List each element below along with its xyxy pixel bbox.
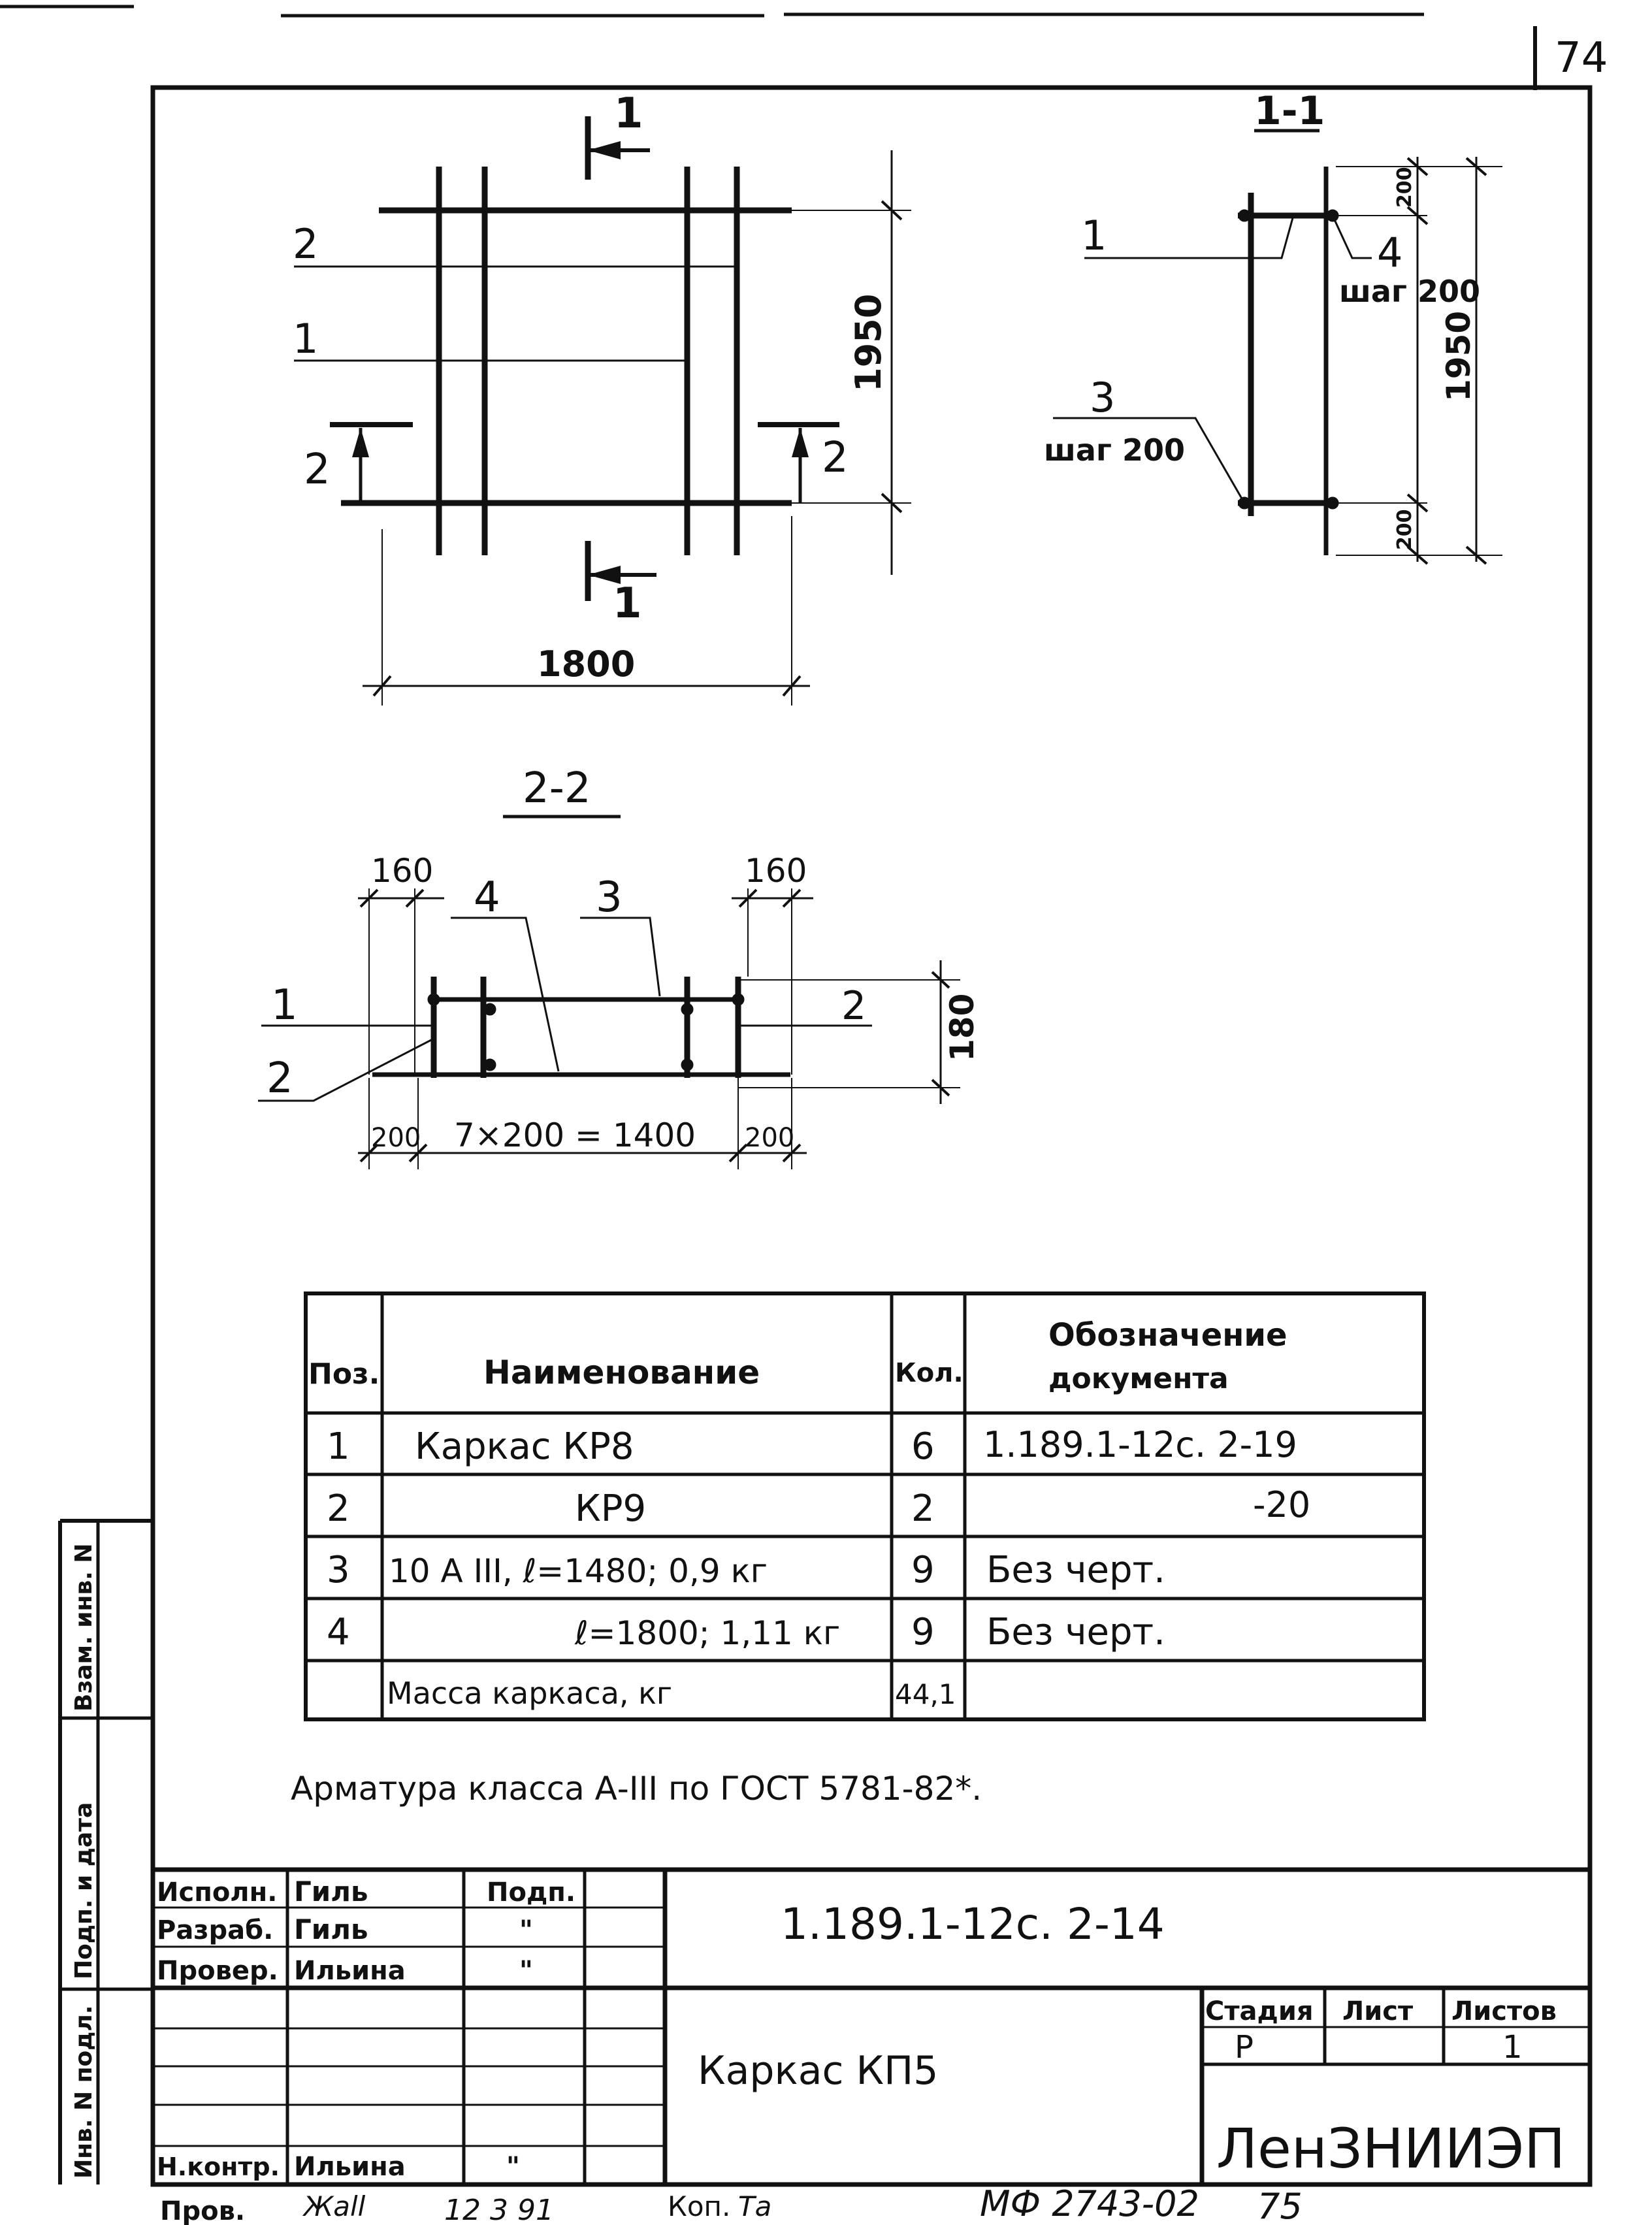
section-2-2-leader-4: 4 bbox=[474, 873, 500, 922]
plan-dim-width: 1800 bbox=[537, 643, 635, 685]
plan-section-mark-bottom: 1 bbox=[613, 579, 642, 628]
spec-row-1-name: Каркас КР8 bbox=[415, 1425, 634, 1468]
tb-name-2: Гиль bbox=[294, 1913, 368, 1945]
spec-row-4-qty: 9 bbox=[911, 1611, 935, 1653]
section-1-1-leader-4: 4 bbox=[1377, 229, 1402, 276]
spec-header-pos: Поз. bbox=[308, 1357, 380, 1391]
tb-name-1: Гиль bbox=[294, 1876, 368, 1908]
footer-archive: МФ 2743-02 bbox=[980, 2183, 1199, 2224]
spec-header-doc-1: Обозначение bbox=[1048, 1317, 1288, 1354]
spec-row-1-qty: 6 bbox=[911, 1425, 935, 1468]
tb-name-3: Ильина bbox=[294, 1956, 406, 1986]
section-1-1-dim-height: 1950 bbox=[1440, 311, 1478, 402]
spec-row-3-doc: Без черт. bbox=[986, 1549, 1165, 1591]
tb-role-3: Провер. bbox=[157, 1956, 278, 1986]
section-2-2-leader-2-left: 2 bbox=[267, 1054, 293, 1103]
side-stamp-inv: Инв. N подл. bbox=[71, 2006, 97, 2179]
spec-row-5-name: Масса каркаса, кг bbox=[387, 1676, 672, 1711]
tb-role-2: Разраб. bbox=[157, 1915, 273, 1945]
section-2-2-dim-right-bottom: 200 bbox=[745, 1123, 794, 1153]
tb-stage-label: Стадия bbox=[1205, 1996, 1314, 2026]
spec-header-name: Наименование bbox=[483, 1354, 760, 1391]
footer-copy-sign: Та bbox=[738, 2190, 771, 2222]
spec-row-1-pos: 1 bbox=[327, 1425, 350, 1468]
side-stamp-podp: Подп. и дата bbox=[71, 1802, 97, 1979]
section-1-1-view bbox=[1053, 129, 1502, 565]
spec-row-3-name: 10 А III, ℓ=1480; 0,9 кг bbox=[389, 1552, 768, 1590]
tb-sheet-label: Лист bbox=[1342, 1996, 1414, 2026]
plan-section-mark-right: 2 bbox=[822, 434, 849, 482]
spec-row-1-doc: 1.189.1-12с. 2-19 bbox=[983, 1424, 1297, 1465]
plan-leader-1: 1 bbox=[293, 315, 318, 363]
spec-row-4-name: ℓ=1800; 1,11 кг bbox=[574, 1614, 840, 1652]
section-2-2-title: 2-2 bbox=[523, 764, 591, 813]
tb-sign-3: " bbox=[519, 1956, 533, 1986]
tb-sign-1: Подп. bbox=[487, 1877, 575, 1908]
tb-sign-8: " bbox=[506, 2152, 520, 2182]
section-2-2-dim-right-top: 160 bbox=[745, 852, 807, 890]
plan-dim-height: 1950 bbox=[848, 294, 889, 392]
spec-header-qty: Кол. bbox=[895, 1358, 964, 1388]
reinforcement-note: Арматура класса А-III по ГОСТ 5781-82*. bbox=[291, 1770, 982, 1808]
spec-header-doc-2: документа bbox=[1048, 1362, 1229, 1395]
section-1-1-step-4: шаг 200 bbox=[1339, 274, 1480, 309]
section-2-2-view bbox=[258, 815, 960, 1169]
tb-name-8: Ильина bbox=[294, 2152, 406, 2182]
top-scan-lines bbox=[0, 5, 1424, 18]
spec-row-3-pos: 3 bbox=[327, 1549, 350, 1591]
spec-row-3-qty: 9 bbox=[911, 1549, 935, 1591]
section-2-2-leader-1: 1 bbox=[271, 981, 298, 1030]
plan-view bbox=[294, 116, 911, 706]
tb-sheets-label: Листов bbox=[1451, 1996, 1557, 2026]
drawing-frame bbox=[150, 85, 1593, 2187]
section-1-1-dim-top: 200 bbox=[1393, 167, 1416, 208]
footer-date: 12 3 91 bbox=[444, 2194, 554, 2225]
section-2-2-dim-middle: 7×200 = 1400 bbox=[454, 1116, 696, 1154]
section-2-2-leader-3: 3 bbox=[596, 873, 623, 922]
plan-section-mark-left: 2 bbox=[304, 446, 331, 494]
section-1-1-leader-1: 1 bbox=[1081, 212, 1107, 259]
spec-row-2-name: КР9 bbox=[575, 1487, 646, 1530]
section-1-1-dim-bottom: 200 bbox=[1393, 509, 1416, 550]
spec-row-2-qty: 2 bbox=[911, 1487, 935, 1530]
spec-row-4-pos: 4 bbox=[327, 1611, 350, 1653]
section-2-2-dim-left-top: 160 bbox=[371, 852, 433, 890]
tb-sign-2: " bbox=[519, 1915, 533, 1945]
section-2-2-dim-left-bottom: 200 bbox=[371, 1123, 421, 1153]
tb-role-1: Исполн. bbox=[157, 1877, 277, 1908]
spec-row-4-doc: Без черт. bbox=[986, 1611, 1165, 1653]
section-2-2-leader-2-right: 2 bbox=[841, 983, 866, 1029]
footer-checked-sign: Жаll bbox=[302, 2190, 366, 2222]
section-1-1-title: 1-1 bbox=[1254, 88, 1325, 134]
spec-row-2-pos: 2 bbox=[327, 1487, 350, 1530]
side-stamp-vzam: Взам. инв. N bbox=[71, 1543, 97, 1712]
plan-leader-2: 2 bbox=[293, 220, 318, 268]
section-1-1-step-3: шаг 200 bbox=[1044, 432, 1185, 468]
footer-copy-label: Коп. bbox=[668, 2190, 730, 2222]
section-2-2-dim-height: 180 bbox=[943, 994, 981, 1062]
plan-section-mark-top: 1 bbox=[614, 89, 643, 138]
spec-table bbox=[304, 1291, 1426, 1721]
tb-designation: 1.189.1-12с. 2-14 bbox=[781, 1899, 1165, 1949]
spec-row-2-doc: -20 bbox=[1253, 1484, 1310, 1525]
section-1-1-leader-3: 3 bbox=[1090, 374, 1115, 421]
spec-row-5-qty: 44,1 bbox=[895, 1678, 956, 1710]
sheet-number-top: 74 bbox=[1555, 34, 1608, 82]
tb-title: Каркас КП5 bbox=[698, 2048, 938, 2094]
tb-role-8: Н.контр. bbox=[157, 2152, 280, 2181]
title-block bbox=[153, 1867, 1590, 2184]
tb-org: ЛенЗНИИЭП bbox=[1216, 2117, 1565, 2181]
tb-sheets: 1 bbox=[1502, 2029, 1523, 2066]
footer-page: 75 bbox=[1257, 2186, 1303, 2225]
tb-stage: Р bbox=[1235, 2029, 1254, 2066]
footer-checked-label: Пров. bbox=[160, 2196, 245, 2225]
